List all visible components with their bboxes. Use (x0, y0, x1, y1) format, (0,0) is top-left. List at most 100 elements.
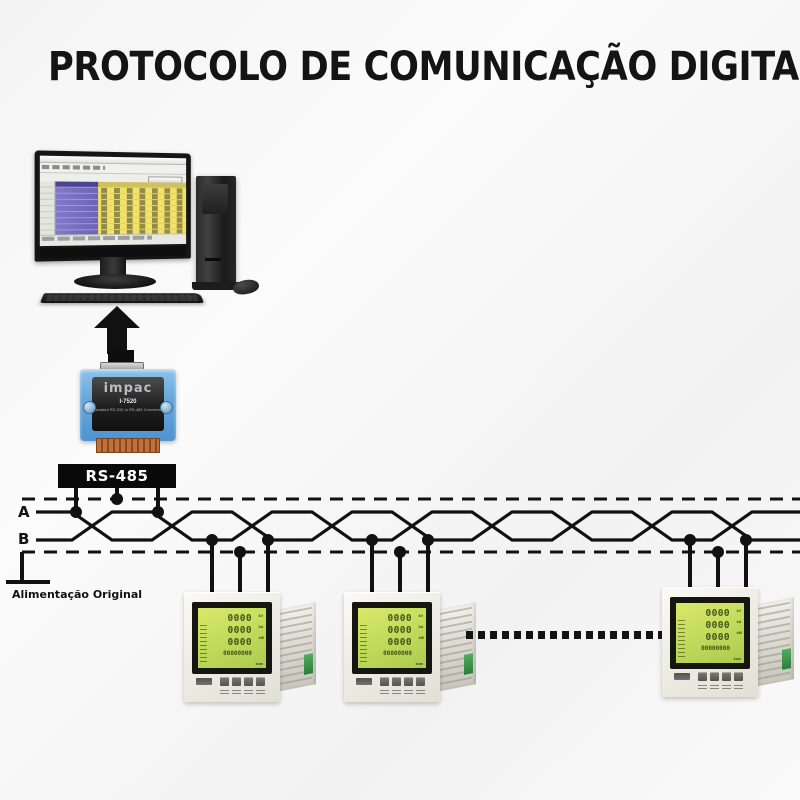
meter-2-button-4[interactable] (416, 677, 425, 686)
meter-n-button-2[interactable] (710, 672, 719, 681)
power-meter-n: 0000 0000 0000 00000000 kV kA kW kvar (662, 587, 794, 705)
meter-n-lcd-row-1: 0000 (705, 608, 730, 619)
meter-1-button-4[interactable] (256, 677, 265, 686)
converter-cable (108, 350, 134, 364)
meter-1-lcd-bezel: 0000 0000 0000 00000000 kV kA kW kvar (192, 602, 272, 674)
meter-n-lcd-row-2: 0000 (705, 620, 730, 631)
page-title: PROTOCOLO DE COMUNICAÇÃO DIGITAL (48, 44, 800, 90)
uplink-arrow-icon (94, 306, 140, 354)
meter-2-unit-3: kW (418, 636, 424, 640)
meter-2-lcd-row-3: 0000 (387, 637, 412, 648)
grid-name-column (55, 181, 99, 237)
meter-n-unit-2: kA (736, 620, 742, 624)
meter-1-lcd-row-3: 0000 (227, 637, 252, 648)
monitor-screen (39, 155, 187, 247)
workstation-pc (28, 150, 274, 310)
rs485-bus-label: RS-485 (58, 464, 176, 488)
grid-value-columns (98, 181, 187, 237)
meter-2-button-labels (380, 688, 425, 694)
meter-1-unit-2: kA (258, 625, 264, 629)
meter-1-front-panel: 0000 0000 0000 00000000 kV kA kW kvar (184, 592, 280, 702)
pc-tower (196, 176, 236, 284)
meter-2-lcd-row-2: 0000 (387, 625, 412, 636)
converter-model: I-7520 (119, 399, 137, 405)
meter-2-lcd-readout: 0000 0000 0000 00000000 (370, 613, 412, 659)
meter-2-terminal-connector (464, 653, 473, 675)
mouse (231, 277, 261, 297)
meter-1-unit-3: kW (258, 636, 264, 640)
meter-2-lcd-footer: kvar (415, 662, 423, 666)
meter-n-lcd-display: 0000 0000 0000 00000000 kV kA kW kvar (676, 603, 744, 663)
converter-faceplate: impac I-7520 Isolated RS-232 to RS-485 C… (92, 377, 164, 431)
converter-screw-right (160, 401, 173, 414)
meter-2-button-2[interactable] (392, 677, 401, 686)
meter-n-unit-3: kW (736, 631, 742, 635)
meter-n-button-1[interactable] (698, 672, 707, 681)
meter-2-front-panel: 0000 0000 0000 00000000 kV kA kW kvar (344, 592, 440, 702)
meter-n-lcd-readout: 0000 0000 0000 00000000 (688, 608, 730, 654)
meter-2-button-3[interactable] (404, 677, 413, 686)
grid-row-headers (39, 181, 56, 237)
meter-1-terminal-connector (304, 653, 313, 675)
power-meter-2: 0000 0000 0000 00000000 kV kA kW kvar (344, 592, 476, 710)
meter-2-lcd-row-4: 00000000 (383, 650, 412, 657)
monitor-stand-neck (100, 257, 126, 277)
converter-screw-left (83, 401, 96, 414)
meter-2-lcd-row-1: 0000 (387, 613, 412, 624)
meter-n-lcd-footer: kvar (733, 657, 741, 661)
meter-2-button-row (380, 677, 425, 686)
converter-terminal-block (96, 438, 160, 453)
meter-n-lcd-units: kV kA kW (737, 609, 742, 635)
monitor (34, 150, 191, 262)
app-statusbar (39, 233, 187, 242)
meter-n-button-4[interactable] (734, 672, 743, 681)
meter-1-lcd-footer: kvar (255, 662, 263, 666)
meter-n-lcd-row-4: 00000000 (701, 645, 730, 652)
meter-2-unit-1: kV (418, 614, 424, 618)
meter-2-lcd-barmeter (360, 622, 367, 662)
rs485-bus-label-text: RS-485 (85, 467, 149, 485)
meter-n-terminal-connector (782, 648, 791, 670)
bus-junction-dots (70, 493, 752, 558)
pc-tower-base (192, 282, 240, 290)
meter-n-front-panel: 0000 0000 0000 00000000 kV kA kW kvar (662, 587, 758, 697)
meter-1-lcd-row-1: 0000 (227, 613, 252, 624)
meter-1-button-row (220, 677, 265, 686)
meter-2-lcd-bezel: 0000 0000 0000 00000000 kV kA kW kvar (352, 602, 432, 674)
meter-2-lcd-units: kV kA kW (419, 614, 424, 640)
meter-n-button-row (698, 672, 743, 681)
meter-n-lcd-barmeter (678, 617, 685, 657)
meter-1-brand-strip (196, 678, 212, 685)
power-supply-label: Alimentação Original (12, 588, 143, 601)
meter-n-lcd-bezel: 0000 0000 0000 00000000 kV kA kW kvar (670, 597, 750, 669)
meter-1-lcd-display: 0000 0000 0000 00000000 kV kA kW kvar (198, 608, 266, 668)
rs485-converter: impac I-7520 Isolated RS-232 to RS-485 C… (76, 350, 180, 456)
meter-1-lcd-units: kV kA kW (259, 614, 264, 640)
meter-1-button-3[interactable] (244, 677, 253, 686)
app-data-grid (39, 181, 187, 237)
meter-1-button-1[interactable] (220, 677, 229, 686)
meter-n-unit-1: kV (736, 609, 742, 613)
bus-line-b-label: B (18, 530, 30, 548)
meter-1-unit-1: kV (258, 614, 264, 618)
meter-1-button-labels (220, 688, 265, 694)
meter-n-button-labels (698, 683, 743, 689)
bus-line-a (36, 510, 800, 542)
converter-brand: impac (103, 381, 153, 396)
meter-1-lcd-row-2: 0000 (227, 625, 252, 636)
monitor-stand-base (74, 274, 156, 289)
meter-n-button-3[interactable] (722, 672, 731, 681)
meter-1-lcd-readout: 0000 0000 0000 00000000 (210, 613, 252, 659)
converter-subtitle: Isolated RS-232 to RS-485 Converter (94, 408, 162, 412)
meter-2-unit-2: kA (418, 625, 424, 629)
more-devices-ellipsis (466, 631, 665, 639)
meter-1-lcd-row-4: 00000000 (223, 650, 252, 657)
meter-1-button-2[interactable] (232, 677, 241, 686)
meter-n-lcd-row-3: 0000 (705, 632, 730, 643)
meter-2-lcd-display: 0000 0000 0000 00000000 kV kA kW kvar (358, 608, 426, 668)
keyboard (39, 293, 205, 304)
meter-2-button-1[interactable] (380, 677, 389, 686)
power-meter-1: 0000 0000 0000 00000000 kV kA kW kvar (184, 592, 316, 710)
bus-line-a-label: A (18, 503, 30, 521)
